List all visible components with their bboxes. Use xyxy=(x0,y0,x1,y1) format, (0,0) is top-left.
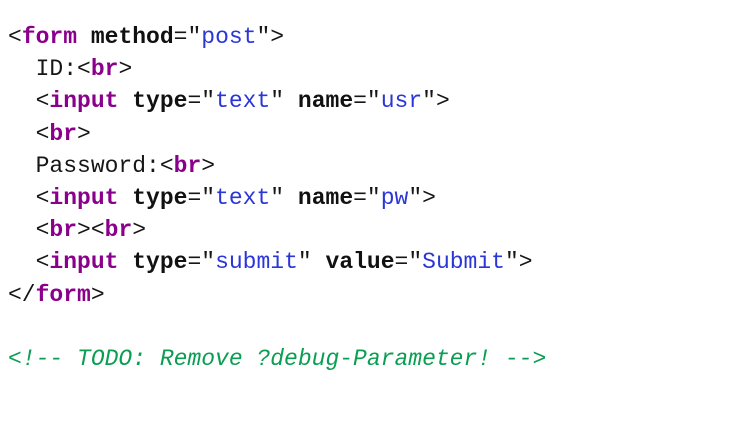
code-token-tag: br xyxy=(104,217,133,244)
code-token-punct: ″ xyxy=(270,184,298,211)
code-token-tag: br xyxy=(49,217,78,244)
code-line xyxy=(8,311,546,343)
code-token-tag: br xyxy=(49,120,78,147)
code-token-attr: name xyxy=(297,184,354,211)
code-line: Password:<br> xyxy=(8,150,546,182)
code-token-punct: < xyxy=(8,217,50,244)
code-token-attr: value xyxy=(325,249,395,276)
code-token-tag: br xyxy=(173,152,202,179)
code-token-attr: type xyxy=(132,184,188,211)
code-token-val: post xyxy=(201,24,257,50)
code-token-tag: form xyxy=(35,281,91,308)
code-token-punct xyxy=(77,24,91,50)
code-token-text: Password: xyxy=(35,152,160,179)
code-token-tag: form xyxy=(21,24,78,50)
code-line: <input type=″submit″ value=″Submit″> xyxy=(8,246,546,278)
code-token-attr: type xyxy=(132,249,188,276)
code-token-punct: < xyxy=(159,152,174,179)
code-token-punct: < xyxy=(8,24,22,50)
code-token-punct: =″ xyxy=(187,88,216,115)
code-token-attr: type xyxy=(132,88,188,115)
code-token-punct: =″ xyxy=(353,184,381,211)
code-token-val: Submit xyxy=(422,249,505,276)
code-token-punct: > xyxy=(90,281,105,308)
code-token-val: text xyxy=(215,184,271,211)
code-token-punct: < xyxy=(8,88,50,115)
code-line: <input type=″text″ name=″pw″> xyxy=(8,182,546,214)
code-line: </form> xyxy=(8,279,546,311)
code-token-punct: < xyxy=(8,249,50,276)
code-line: ID:<br> xyxy=(8,53,546,85)
code-token-tag: input xyxy=(49,249,119,276)
code-token-val: pw xyxy=(380,184,409,211)
code-line: <!-- TODO: Remove ?debug-Parameter! --> xyxy=(8,343,546,375)
code-token-val: submit xyxy=(215,249,298,276)
code-token-punct: > xyxy=(118,56,133,83)
code-token-punct: < xyxy=(8,120,50,147)
code-token-punct: > xyxy=(132,217,147,244)
code-token-punct xyxy=(8,153,36,179)
code-token-text: ID: xyxy=(35,56,78,83)
code-token-tag: input xyxy=(49,88,119,115)
code-token-comment: <!-- TODO: Remove ?debug-Parameter! --> xyxy=(8,345,547,372)
code-token-punct: =″ xyxy=(394,249,423,276)
code-token-punct: =″ xyxy=(187,249,216,276)
code-token-punct: > xyxy=(77,120,91,147)
code-token-punct: ″> xyxy=(408,184,436,211)
code-token-punct: ″ xyxy=(270,88,298,115)
code-line: <br><br> xyxy=(8,214,546,246)
code-token-punct xyxy=(118,249,132,275)
code-line: <br> xyxy=(8,118,546,150)
code-token-punct: ″ xyxy=(297,249,326,276)
code-token-val: usr xyxy=(380,88,423,115)
code-token-punct: < xyxy=(77,56,91,83)
code-token-tag: input xyxy=(49,184,119,211)
code-block: <form method=″post″> ID:<br> <input type… xyxy=(8,21,546,375)
code-token-punct xyxy=(8,56,36,82)
code-token-punct: >< xyxy=(77,217,105,244)
code-token-punct xyxy=(118,185,132,211)
code-token-punct xyxy=(118,88,132,114)
code-token-attr: method xyxy=(90,24,174,50)
code-token-punct: ″> xyxy=(422,88,450,115)
code-token-punct: </ xyxy=(8,281,36,308)
code-line: <input type=″text″ name=″usr″> xyxy=(8,85,546,117)
code-token-tag: br xyxy=(90,56,119,83)
code-token-punct: ″> xyxy=(504,249,533,276)
code-token-punct: < xyxy=(8,184,50,211)
code-token-punct: =″ xyxy=(187,184,216,211)
code-token-punct: > xyxy=(201,152,216,179)
code-token-attr: name xyxy=(297,88,354,115)
code-token-punct: =″ xyxy=(173,24,202,50)
code-token-val: text xyxy=(215,88,271,115)
code-token-punct: =″ xyxy=(353,88,381,115)
code-line: <form method=″post″> xyxy=(8,21,546,53)
code-token-punct: ″> xyxy=(256,24,285,50)
